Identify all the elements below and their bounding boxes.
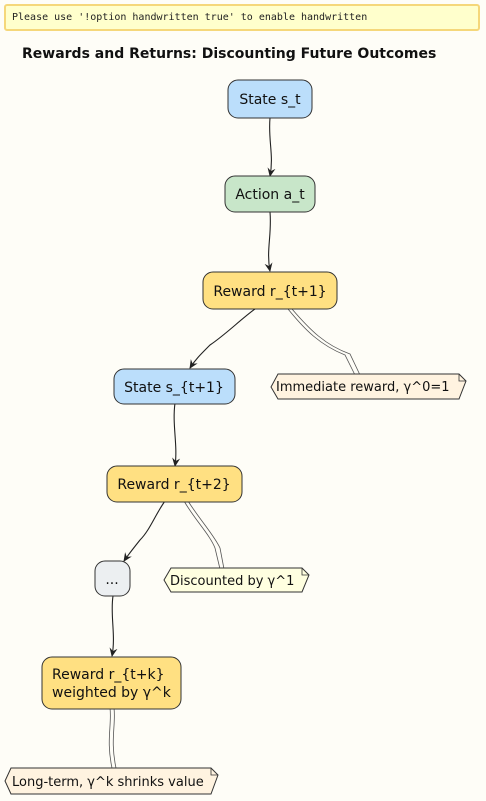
node-action-t-label: Action a_t — [235, 187, 305, 203]
note-longterm: Long-term, γ^k shrinks value — [4, 767, 219, 795]
note-link-longterm — [108, 707, 113, 769]
note-link-immediate — [287, 308, 356, 376]
note-immediate-label: Immediate reward, γ^0=1 — [276, 380, 450, 395]
note-discounted: Discounted by γ^1 — [163, 567, 310, 593]
edge-reward2-ellipsis — [123, 500, 166, 562]
warning-banner: Please use '!option handwritten true' to… — [4, 4, 480, 31]
node-reward-t2-label: Reward r_{t+2} — [117, 477, 230, 493]
node-action-t: Action a_t — [224, 175, 316, 213]
node-state-t-label: State s_t — [239, 92, 301, 108]
edge-state-action — [267, 117, 276, 177]
note-link-immediate-2 — [291, 308, 361, 376]
note-immediate: Immediate reward, γ^0=1 — [270, 373, 467, 400]
node-state-t1-label: State s_{t+1} — [124, 380, 224, 396]
node-reward-tk-line2: weighted by γ^k — [52, 685, 172, 701]
note-discounted-label: Discounted by γ^1 — [170, 574, 294, 589]
note-link-discounted — [183, 500, 221, 570]
node-ellipsis-label: ... — [105, 572, 118, 588]
node-reward-tk-line1: Reward r_{t+k} — [52, 667, 165, 683]
edge-state1-reward2 — [172, 402, 181, 467]
node-reward-t1-label: Reward r_{t+1} — [213, 284, 326, 300]
node-ellipsis: ... — [94, 560, 131, 597]
node-reward-t1: Reward r_{t+1} — [202, 271, 338, 310]
node-reward-tk: Reward r_{t+k} weighted by γ^k — [41, 656, 182, 710]
edge-action-reward1 — [264, 211, 273, 272]
edge-ellipsis-rewardk — [109, 595, 118, 657]
node-reward-t2: Reward r_{t+2} — [106, 465, 243, 503]
node-state-t1: State s_{t+1} — [113, 368, 236, 405]
diagram-title: Rewards and Returns: Discounting Future … — [22, 46, 437, 62]
edge-reward1-state1 — [189, 308, 256, 369]
node-state-t: State s_t — [227, 79, 313, 119]
note-link-discounted-2 — [187, 500, 225, 570]
note-link-longterm-2 — [112, 707, 117, 769]
note-longterm-label: Long-term, γ^k shrinks value — [12, 775, 204, 790]
